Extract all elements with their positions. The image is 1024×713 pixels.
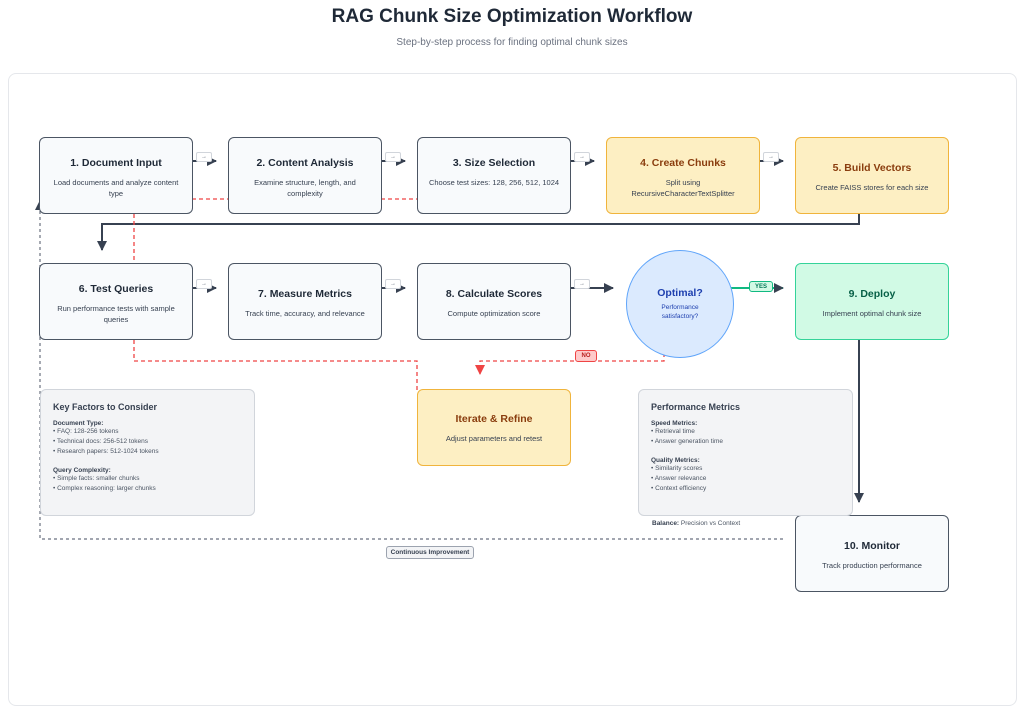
diagram-title: RAG Chunk Size Optimization Workflow	[331, 6, 693, 27]
node-title: 1. Document Input	[70, 157, 162, 169]
step-marker-7: →	[385, 279, 401, 289]
node-description: Create FAISS stores for each size	[815, 183, 929, 192]
node-description: Examine structure, length, and complexit…	[254, 178, 356, 198]
node-description: Run performance tests with sample querie…	[57, 304, 175, 324]
doc-type-item: • Technical docs: 256-512 tokens	[53, 438, 149, 445]
decision-optimal: Optimal? Performance satisfactory?	[626, 250, 734, 358]
node-description: Load documents and analyze content type	[53, 178, 179, 198]
speed-metric-item: • Answer generation time	[651, 438, 724, 445]
query-complexity-item: • Simple facts: smaller chunks	[53, 475, 140, 482]
node-title: 4. Create Chunks	[640, 157, 726, 169]
step-marker-8: →	[574, 279, 590, 289]
key-factors-panel: Key Factors to Consider Document Type: •…	[40, 389, 255, 516]
doc-type-item: • Research papers: 512-1024 tokens	[53, 448, 159, 455]
doc-type-heading: Document Type:	[53, 420, 104, 427]
node-description: Choose test sizes: 128, 256, 512, 1024	[428, 178, 560, 187]
node-calculate-scores: 8. Calculate Scores Compute optimization…	[417, 263, 571, 340]
node-description: Track production performance	[822, 561, 922, 570]
node-build-vectors: 5. Build Vectors Create FAISS stores for…	[795, 137, 949, 214]
speed-metrics-heading: Speed Metrics:	[651, 420, 698, 427]
node-title: 6. Test Queries	[78, 283, 154, 295]
node-description: Compute optimization score	[447, 309, 541, 318]
node-size-selection: 3. Size Selection Choose test sizes: 128…	[417, 137, 571, 214]
node-title: 9. Deploy	[848, 288, 896, 300]
step-marker-6: →	[196, 279, 212, 289]
speed-metric-item: • Retrieval time	[651, 428, 695, 435]
diagram-subtitle: Step-by-step process for finding optimal…	[396, 37, 628, 48]
quality-metrics-heading: Quality Metrics:	[651, 457, 700, 464]
decision-description: Performance satisfactory?	[661, 304, 699, 320]
node-title: 2. Content Analysis	[256, 157, 354, 169]
node-title: 10. Monitor	[843, 540, 900, 552]
yes-label: YES	[749, 281, 773, 292]
node-title: 3. Size Selection	[452, 157, 536, 169]
quality-metric-item: • Context efficiency	[651, 485, 707, 492]
no-label: NO	[575, 350, 597, 362]
quality-metric-item: • Similarity scores	[651, 465, 703, 472]
node-content-analysis: 2. Content Analysis Examine structure, l…	[228, 137, 382, 214]
step-marker-3: →	[574, 152, 590, 162]
node-description: Adjust parameters and retest	[445, 434, 543, 443]
performance-metrics-panel: Performance Metrics Speed Metrics: • Ret…	[638, 389, 853, 516]
performance-metrics-title: Performance Metrics	[651, 402, 741, 412]
arrow-no-path	[475, 339, 665, 375]
node-iterate-refine: Iterate & Refine Adjust parameters and r…	[417, 389, 571, 466]
key-factors-title: Key Factors to Consider	[53, 402, 158, 412]
quality-metric-item: • Answer relevance	[651, 475, 707, 482]
step-marker-1: →	[196, 152, 212, 162]
node-document-input: 1. Document Input Load documents and ana…	[39, 137, 193, 214]
query-complexity-item: • Complex reasoning: larger chunks	[53, 485, 156, 492]
node-title: 5. Build Vectors	[832, 162, 912, 174]
node-description: Implement optimal chunk size	[822, 309, 922, 318]
step-marker-4: →	[763, 152, 779, 162]
step-marker-2: →	[385, 152, 401, 162]
node-measure-metrics: 7. Measure Metrics Track time, accuracy,…	[228, 263, 382, 340]
node-description: Split using RecursiveCharacterTextSplitt…	[631, 178, 735, 198]
query-complexity-heading: Query Complexity:	[53, 467, 111, 474]
node-create-chunks: 4. Create Chunks Split using RecursiveCh…	[606, 137, 760, 214]
decision-title: Optimal?	[657, 287, 703, 299]
node-test-queries: 6. Test Queries Run performance tests wi…	[39, 263, 193, 340]
continuous-improvement-label: Continuous Improvement	[386, 546, 474, 559]
node-deploy: 9. Deploy Implement optimal chunk size	[795, 263, 949, 340]
node-title: 7. Measure Metrics	[258, 288, 352, 300]
balance-value: Precision vs Context	[680, 520, 741, 527]
node-title: Iterate & Refine	[455, 413, 533, 425]
doc-type-item: • FAQ: 128-256 tokens	[53, 428, 119, 435]
node-description: Track time, accuracy, and relevance	[245, 309, 365, 318]
balance-note: Balance: Precision vs Context	[652, 520, 740, 527]
node-monitor: 10. Monitor Track production performance	[795, 515, 949, 592]
node-title: 8. Calculate Scores	[445, 288, 543, 300]
balance-label: Balance:	[652, 520, 680, 527]
